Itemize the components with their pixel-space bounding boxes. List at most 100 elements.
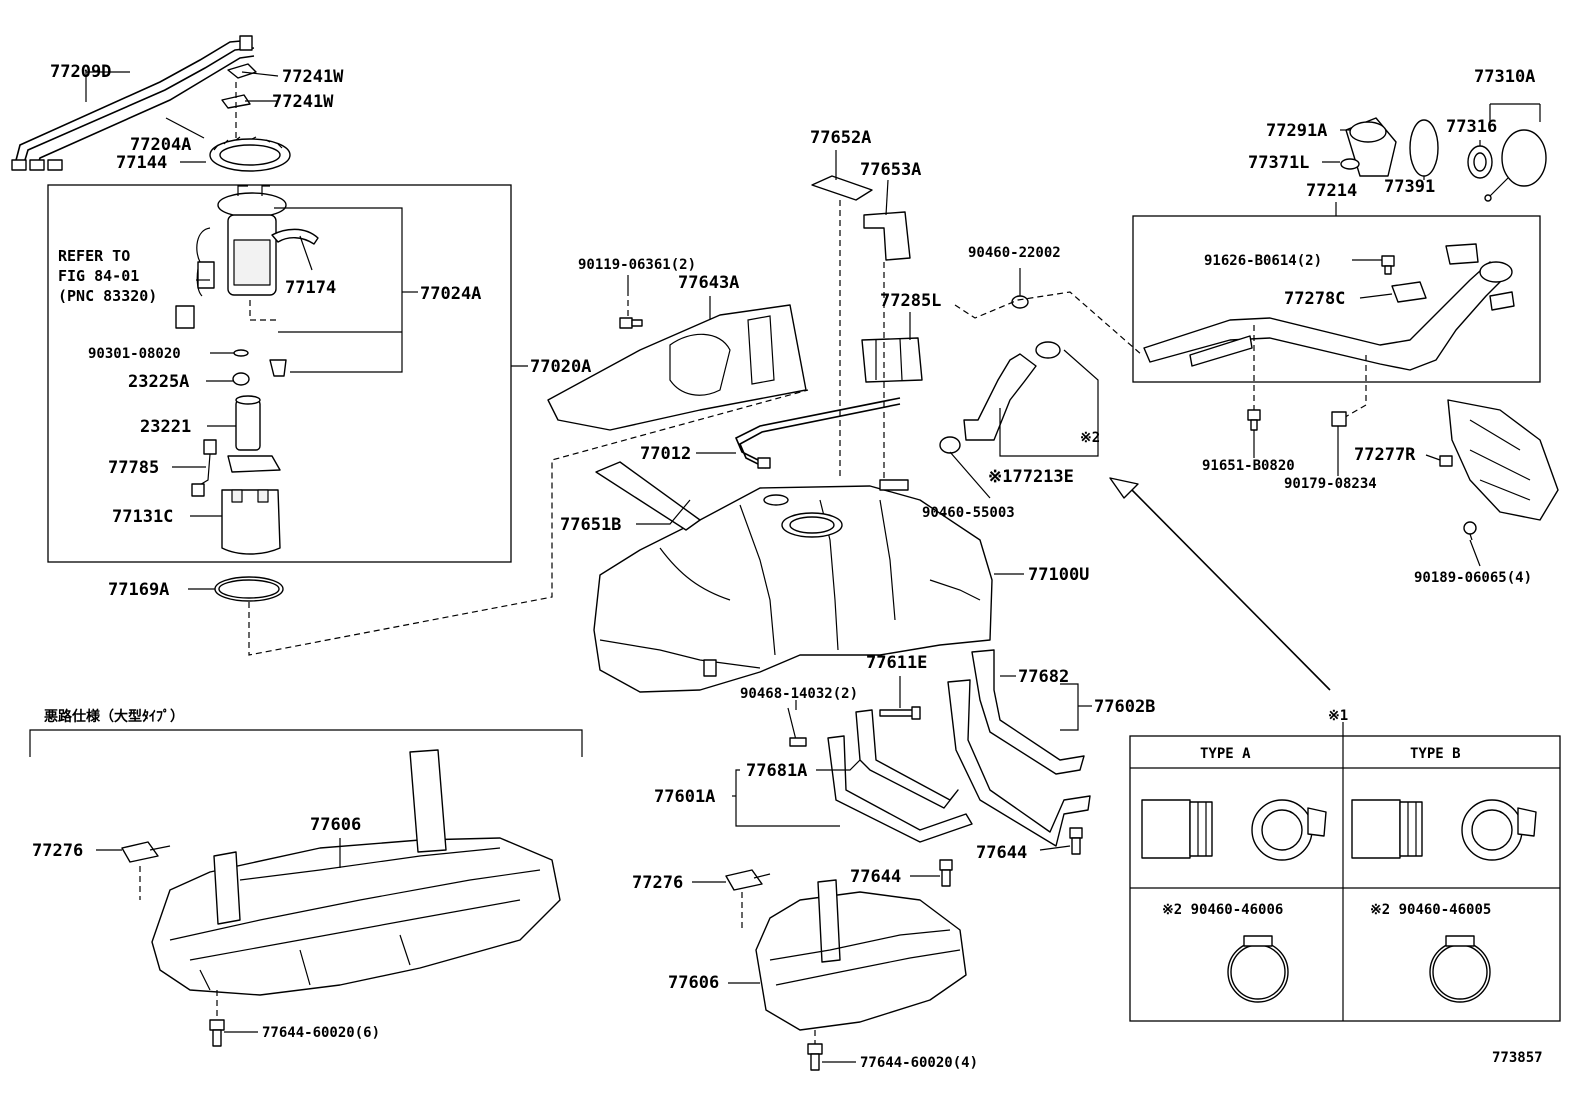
bolt-90119 — [619, 290, 643, 329]
strap-77681A — [827, 709, 973, 843]
label-77131C: 77131C — [112, 507, 173, 527]
fuel-pump-23221 — [227, 395, 281, 473]
bolt-91651 — [1247, 409, 1261, 431]
label-77681A: 77681A — [746, 761, 807, 781]
label-77277R: 77277R — [1354, 445, 1416, 465]
refer-note-line-1: REFER TO — [58, 247, 130, 265]
label-77316: 77316 — [1446, 117, 1497, 137]
bolt-90468 — [787, 707, 807, 747]
label-91651-B0820: 91651-B0820 — [1202, 458, 1295, 474]
label-77276-middle: 77276 — [632, 873, 683, 893]
label-23225A: 23225A — [128, 372, 189, 392]
label-77024A: 77024A — [420, 284, 481, 304]
label-23221: 23221 — [140, 417, 191, 437]
hose-end-type-a — [1141, 799, 1327, 861]
label-77644-b: 77644 — [976, 843, 1027, 863]
plug-77012-left — [269, 359, 287, 377]
lock-ring-77144 — [209, 136, 291, 172]
clamp-90460-46006 — [1227, 935, 1289, 1003]
label-90179-08234: 90179-08234 — [1284, 476, 1377, 492]
label-77601A: 77601A — [654, 787, 715, 807]
bracket-77276-middle — [725, 869, 771, 891]
label-77611E: 77611E — [866, 653, 927, 673]
label-77020A: 77020A — [530, 357, 591, 377]
label-77651B: 77651B — [560, 515, 621, 535]
leader-lines — [85, 71, 1481, 1063]
label-77278C: 77278C — [1284, 289, 1345, 309]
label-77285L: 77285L — [880, 291, 941, 311]
retainer-clip-77241W-upper — [227, 63, 257, 79]
bracket-77278C — [1391, 281, 1427, 303]
refer-note-line-2: FIG 84-01 — [58, 267, 139, 285]
filter-23225A — [232, 372, 250, 386]
protector-77277R — [1439, 399, 1559, 521]
gasket-90301 — [233, 349, 249, 357]
label-77241W-lower: 77241W — [272, 92, 334, 112]
label-77643A: 77643A — [678, 273, 739, 293]
pump-bracket-77131C — [221, 489, 281, 555]
type-a-header: TYPE A — [1200, 746, 1251, 762]
rough-road-spec-label: 悪路仕様（大型ﾀｲﾌﾟ） — [44, 708, 184, 725]
label-77644-60020-four: 77644-60020(4) — [860, 1055, 978, 1071]
strap-77682 — [947, 649, 1091, 847]
cap-seal-ring-pieces — [1445, 243, 1515, 311]
clamp-a-label: ※2 90460-46006 — [1162, 902, 1283, 918]
label-77204A: 77204A — [130, 135, 191, 155]
bracket-77276-left — [121, 841, 171, 863]
label-77012: 77012 — [640, 444, 691, 464]
label-90301-08020: 90301-08020 — [88, 346, 181, 362]
label-77785: 77785 — [108, 458, 159, 478]
clamp-b-label: ※2 90460-46005 — [1370, 902, 1491, 918]
hose-end-type-b — [1351, 799, 1537, 861]
fuel-sender-gauge-assembly — [175, 185, 287, 329]
nut-90179 — [1331, 411, 1347, 427]
label-77391: 77391 — [1384, 177, 1435, 197]
label-91626-B0614: 91626-B0614(2) — [1204, 253, 1322, 269]
label-77653A: 77653A — [860, 160, 921, 180]
cushion-77285L — [861, 337, 923, 383]
label-77209D: 77209D — [50, 62, 111, 82]
part-labels: 77209D 77241W 77241W 77204A 77144 REFER … — [32, 62, 1543, 1071]
label-77682: 77682 — [1018, 667, 1069, 687]
fuel-cap-77310A — [1484, 129, 1547, 202]
under-guard-77606-large — [151, 749, 561, 996]
label-77606-small: 77606 — [668, 973, 719, 993]
pad-77653A — [863, 211, 911, 261]
refer-note-line-3: (PNC 83320) — [58, 287, 157, 305]
label-77652A: 77652A — [810, 128, 871, 148]
filler-pipe-77214 — [1143, 261, 1513, 371]
type-b-header: TYPE B — [1410, 746, 1461, 762]
gasket-77316 — [1467, 145, 1493, 179]
bolt-77644-a — [939, 859, 953, 887]
pad-77652A — [811, 175, 873, 201]
bolt-91626 — [1381, 255, 1395, 275]
gasket-77169A — [214, 576, 284, 602]
label-77644-60020-six: 77644-60020(6) — [262, 1025, 380, 1041]
note-mark-1: ※1 — [1328, 708, 1348, 724]
fuel-tube-77012 — [734, 397, 901, 469]
connector-77785 — [191, 439, 217, 497]
label-77602B: 77602B — [1094, 697, 1155, 717]
clamp-90460-46005 — [1429, 935, 1491, 1003]
bolt-77644-60020-four — [807, 1043, 823, 1071]
fuel-tank-77100U — [593, 479, 993, 693]
label-77606-large: 77606 — [310, 815, 361, 835]
bolt-77644-b — [1069, 827, 1083, 855]
reference-arrow — [1109, 477, 1331, 691]
gasket-77391 — [1409, 119, 1439, 177]
label-77371L: 77371L — [1248, 153, 1309, 173]
label-77169A: 77169A — [108, 580, 169, 600]
retainer-clip-77241W-lower — [221, 94, 251, 109]
bolt-77611E — [879, 706, 921, 720]
under-guard-77606-small — [755, 879, 967, 1031]
label-90468-14032: 90468-14032(2) — [740, 686, 858, 702]
label-77100U: 77100U — [1028, 565, 1089, 585]
heat-insulator-77643A — [547, 304, 807, 431]
label-77174: 77174 — [285, 278, 336, 298]
o-ring-77371L — [1340, 158, 1360, 170]
label-77144: 77144 — [116, 153, 167, 173]
label-90460-55003: 90460-55003 — [922, 505, 1015, 521]
filler-hose-77213E — [939, 295, 1061, 454]
label-77644-a: 77644 — [850, 867, 901, 887]
